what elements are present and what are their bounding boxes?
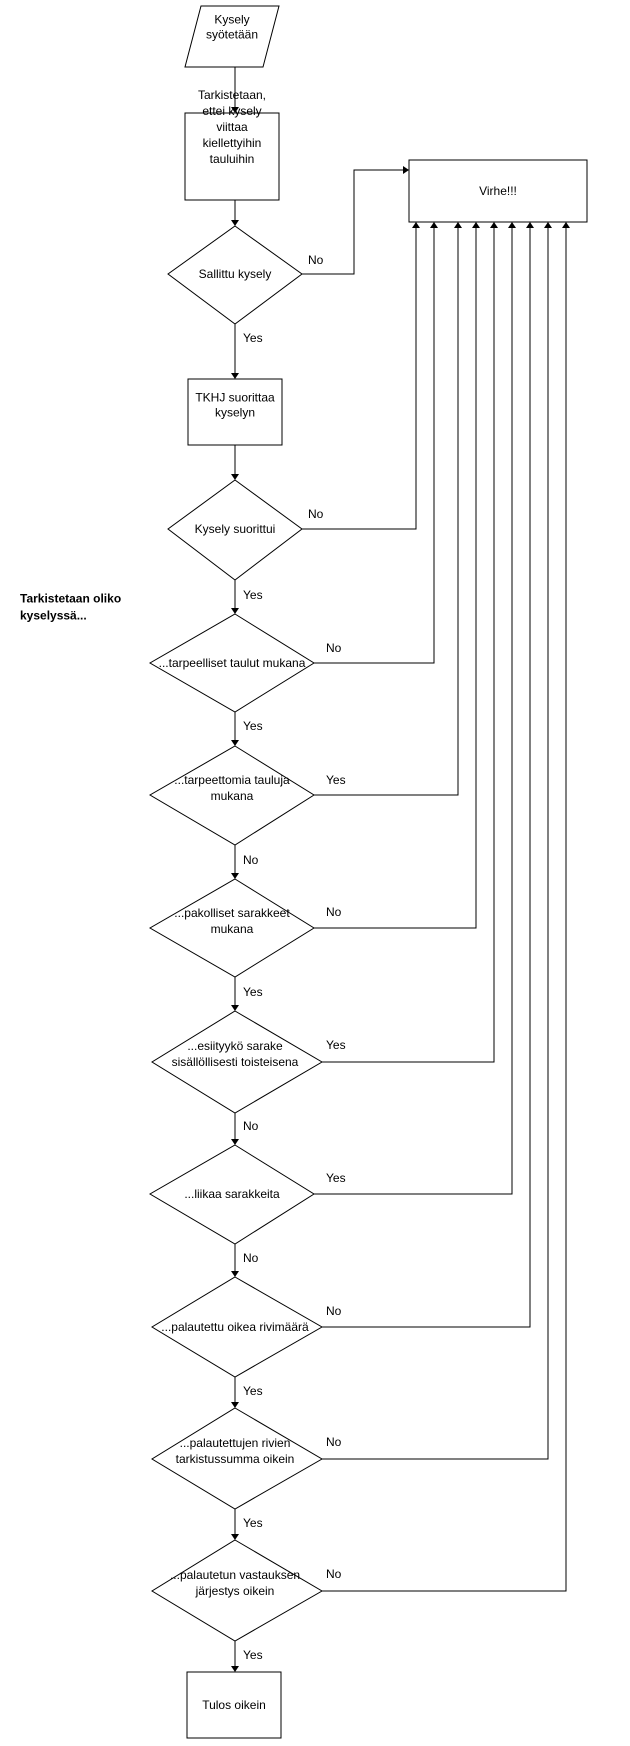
allowed-yes-label: Yes (243, 331, 263, 345)
text-line: kyselyn (215, 406, 255, 420)
text-line: tauluihin (210, 152, 255, 166)
result-box (186, 1671, 282, 1739)
text-line: ...liikaa sarakkeita (184, 1187, 280, 1201)
toomany-yes-label: Yes (326, 1171, 346, 1185)
required-columns-label: ...pakolliset sarakkeet mukana (174, 906, 290, 936)
check-tables-label: Tarkistetaan, ettei kysely viittaa kiellett… (198, 88, 266, 166)
order-yes-label: Yes (243, 1648, 263, 1662)
error-box (408, 159, 588, 223)
text-line: Tulos oikein (202, 1698, 266, 1712)
rowcount-yes-label: Yes (243, 1384, 263, 1398)
text-line: järjestys oikein (195, 1584, 275, 1598)
text-line: sisällöllisesti toisteisena (172, 1055, 299, 1069)
side-note: Tarkistetaan oliko kyselyssä... (20, 592, 121, 623)
executed-yes-label: Yes (243, 588, 263, 602)
text-line: mukana (211, 789, 254, 803)
checksum-no-label: No (326, 1435, 342, 1449)
text-line: Sallittu kysely (199, 267, 272, 281)
check-tables-box (184, 112, 280, 201)
order-label: ...palautetun vastauksen järjestys oikein (170, 1568, 300, 1598)
required-no-label: No (326, 905, 342, 919)
text-line: TKHJ suorittaa (195, 391, 275, 405)
text-line: ...tarpeelliset taulut mukana (159, 656, 306, 670)
duplicate-yes-label: Yes (326, 1038, 346, 1052)
text-line: ...palautettu oikea rivimäärä (161, 1320, 309, 1334)
executed-no-label: No (308, 507, 324, 521)
text-line: Tarkistetaan, (198, 88, 266, 102)
text-line: viittaa (216, 120, 248, 134)
checksum-yes-label: Yes (243, 1516, 263, 1530)
text-line: Kysely (214, 13, 249, 27)
text-line: ettei kysely (202, 104, 261, 118)
text-line: ...palautettujen rivien (180, 1436, 291, 1450)
text-line: ...pakolliset sarakkeet (174, 906, 290, 920)
text-line: ...tarpeettomia tauluja (174, 773, 290, 787)
duplicate-no-label: No (243, 1119, 259, 1133)
rowcount-no-label: No (326, 1304, 342, 1318)
text-line: mukana (211, 922, 254, 936)
unneeded-yes-label: Yes (326, 773, 346, 787)
text-line: ...palautetun vastauksen (170, 1568, 300, 1582)
error-connectors (302, 166, 570, 1592)
row-count-label: ...palautettu oikea rivimäärä (161, 1320, 309, 1334)
executed-label: Kysely suorittui (195, 522, 276, 536)
result-label: Tulos oikein (202, 1698, 266, 1712)
text-line: Kysely suorittui (195, 522, 276, 536)
unneeded-no-label: No (243, 853, 259, 867)
needed-no-label: No (326, 641, 342, 655)
text-line: ...esiityykö sarake (187, 1039, 283, 1053)
text-line: syötetään (206, 28, 258, 42)
error-label: Virhe!!! (479, 184, 517, 198)
allowed-no-label: No (308, 253, 324, 267)
allowed-label: Sallittu kysely (199, 267, 272, 281)
needed-yes-label: Yes (243, 719, 263, 733)
text-line: kiellettyihin (203, 136, 262, 150)
needed-tables-label: ...tarpeelliset taulut mukana (159, 656, 306, 670)
unneeded-tables-label: ...tarpeettomia tauluja mukana (174, 773, 290, 803)
text-line: Tarkistetaan oliko (20, 592, 121, 606)
text-line: kyselyssä... (20, 609, 87, 623)
order-no-label: No (326, 1567, 342, 1581)
start-parallelogram (184, 5, 280, 68)
required-yes-label: Yes (243, 985, 263, 999)
text-line: tarkistussumma oikein (176, 1452, 295, 1466)
too-many-columns-label: ...liikaa sarakkeita (184, 1187, 280, 1201)
duplicate-column-label: ...esiityykö sarake sisällöllisesti toist… (172, 1039, 299, 1069)
checksum-label: ...palautettujen rivien tarkistussumma oi… (176, 1436, 295, 1466)
main-connectors (231, 67, 239, 1672)
toomany-no-label: No (243, 1251, 259, 1265)
text-line: Virhe!!! (479, 184, 517, 198)
